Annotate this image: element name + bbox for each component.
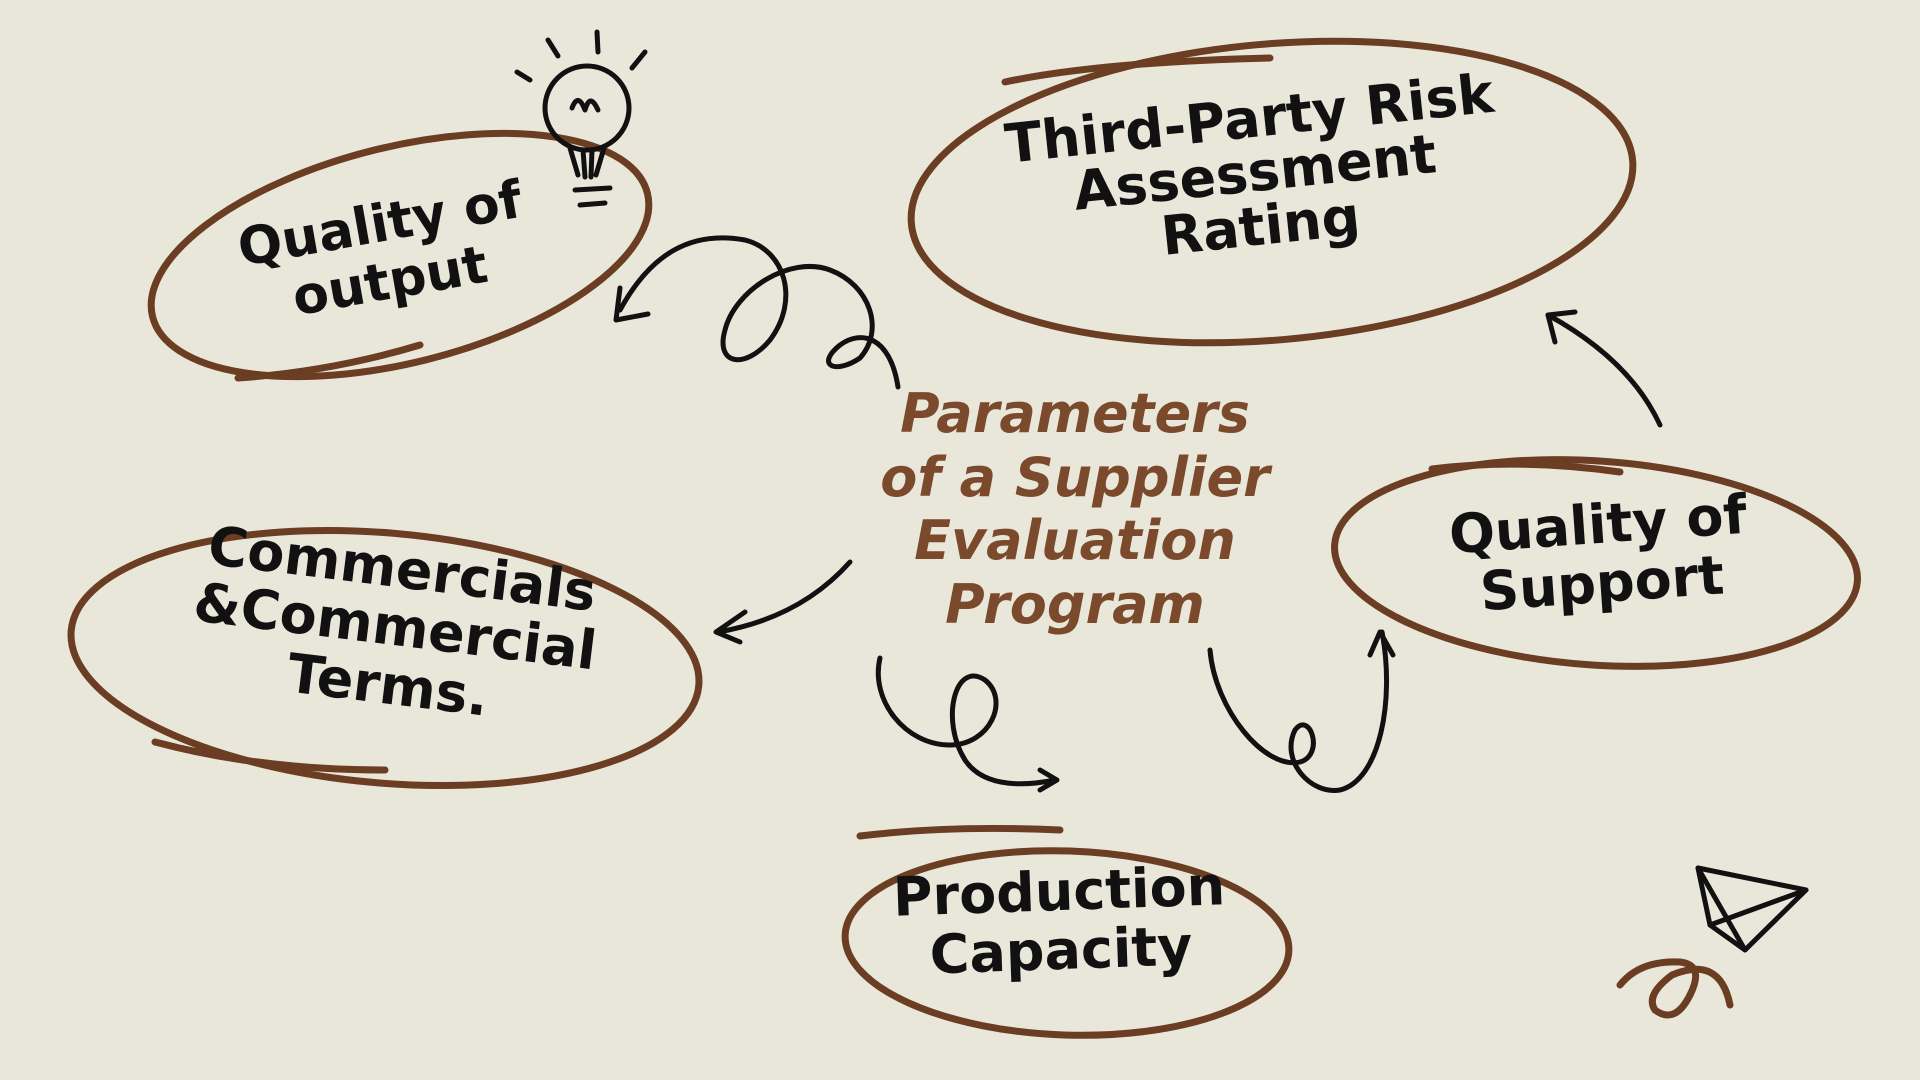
ellipse-quality-of-support [1331,456,1861,670]
center-title-line: Program [945,573,1205,637]
arrowhead-quality-of-output [613,285,651,323]
arrowhead-quality-of-support [1367,629,1396,658]
center-title-line: Parameters [900,382,1250,445]
center-title-line: of a Supplier [880,445,1270,509]
ellipse-quality-of-output [147,129,653,381]
underline-quality-of-support [1428,460,1624,476]
ellipse-third-party-risk [907,37,1637,347]
underline-quality-of-output [234,341,424,382]
arrowhead-third-party-risk [1545,309,1578,345]
node-quality-of-support: Quality of Support [1426,483,1773,625]
underline-production-capacity [856,824,1064,840]
arrow-to-quality-of-output [617,235,901,390]
arrowhead-production-capacity [1037,767,1060,793]
node-production-capacity: Production Capacity [858,854,1262,988]
center-title-line: Evaluation [914,509,1236,573]
lightbulb-icon [514,29,648,208]
arrowhead-commercials [713,609,748,645]
arrow-to-third-party-risk [1545,312,1663,428]
arrow-to-quality-of-support [1207,629,1390,793]
arrow-to-commercials [715,559,853,635]
node-label-line: Production [891,854,1227,929]
scribble-icon [1616,958,1734,1019]
ellipse-production-capacity [841,847,1293,1039]
underline-commercials [151,738,389,774]
center-title: Parameters of a Supplier Evaluation Prog… [860,382,1290,637]
arrow-to-production-capacity [875,655,1058,787]
underline-third-party-risk [1001,54,1274,86]
ellipse-commercials [67,526,703,790]
paper-plane-icon [1695,865,1809,953]
